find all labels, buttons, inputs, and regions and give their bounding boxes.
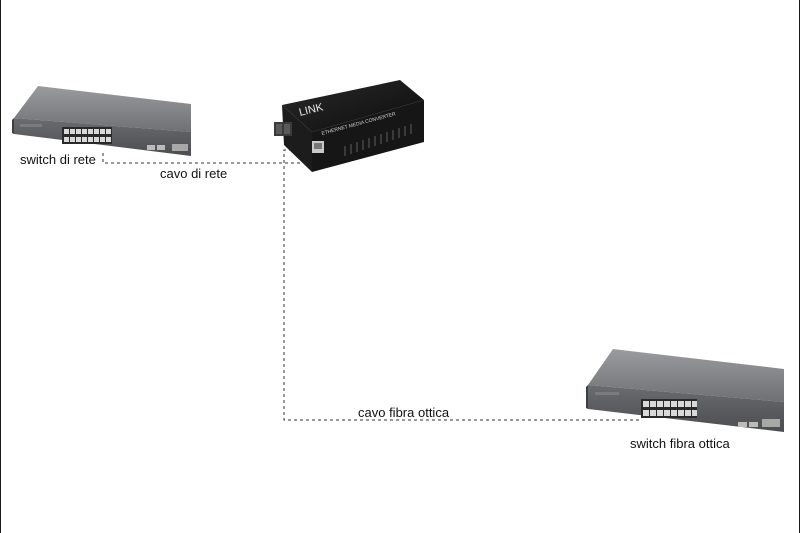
fiber-cable	[283, 149, 640, 421]
network-cable-label: cavo di rete	[160, 166, 228, 181]
network-cable	[102, 153, 301, 164]
fiber-switch-label: switch fibra ottica	[630, 436, 730, 451]
ethernet-ports	[62, 127, 112, 144]
rj45-port	[312, 141, 324, 153]
fiber-switch-ports	[641, 399, 697, 418]
fiber-cable-label: cavo fibra ottica	[358, 405, 450, 420]
converter-logo: LINK	[298, 101, 325, 119]
fiber-switch-device	[586, 349, 784, 432]
network-switch-device	[12, 86, 191, 156]
media-converter-device: LINK ETHERNET MEDIA CONVERTER	[274, 80, 424, 172]
network-switch-label: switch di rete	[20, 152, 96, 167]
fiber-port	[274, 122, 292, 136]
